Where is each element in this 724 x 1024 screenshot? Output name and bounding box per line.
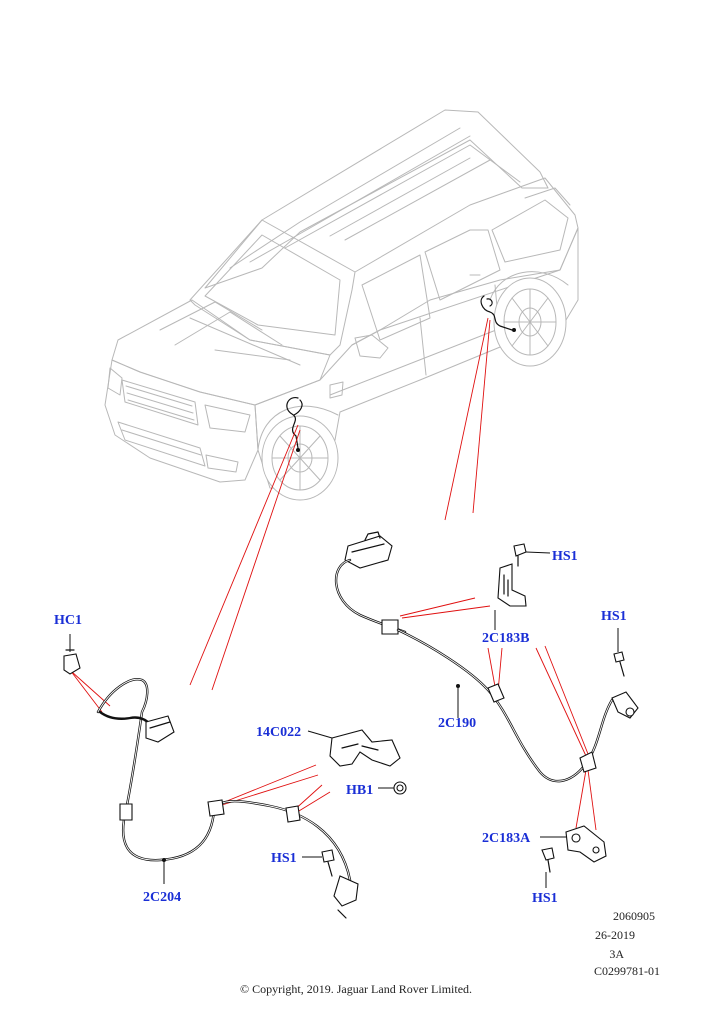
leader-lines (69, 317, 597, 831)
bracket-2c183b (494, 543, 551, 630)
drawing-revision: 3A (609, 947, 624, 961)
callout-2c190: 2C190 (438, 716, 476, 731)
callout-2c204: 2C204 (143, 890, 181, 905)
screw-hs1-right (613, 628, 625, 677)
drawing-reference: C0299781-01 (594, 964, 660, 978)
callout-2c183a: 2C183A (482, 831, 531, 846)
copyright-notice: © Copyright, 2019. Jaguar Land Rover Lim… (240, 982, 472, 996)
callout-hb1: HB1 (346, 783, 373, 798)
callout-hs1-top: HS1 (552, 549, 578, 564)
callout-hs1-bottom: HS1 (532, 891, 558, 906)
vehicle-illustration (104, 109, 579, 501)
callout-2c183b: 2C183B (482, 631, 529, 646)
callout-labels: HC1 HS1 HS1 2C183B 2C190 14C022 HB1 HS1 … (54, 549, 627, 906)
screw-hs1-mid (302, 849, 335, 877)
bracket-2c183a (540, 825, 607, 888)
vehicle-sensor-wiring (286, 295, 516, 452)
callout-hs1-mid: HS1 (271, 851, 297, 866)
callout-hs1-right: HS1 (601, 609, 627, 624)
drawing-info-block: 2060905 26-2019 3A C0299781-01 © Copyrig… (240, 909, 660, 996)
callout-hc1: HC1 (54, 613, 82, 628)
sensor-harness-2c190 (335, 531, 639, 783)
drawing-date: 26-2019 (595, 928, 635, 942)
callout-14c022: 14C022 (256, 725, 301, 740)
bracket-14c022 (307, 729, 407, 795)
sensor-harness-2c204 (63, 634, 359, 919)
drawing-number: 2060905 (613, 909, 655, 923)
